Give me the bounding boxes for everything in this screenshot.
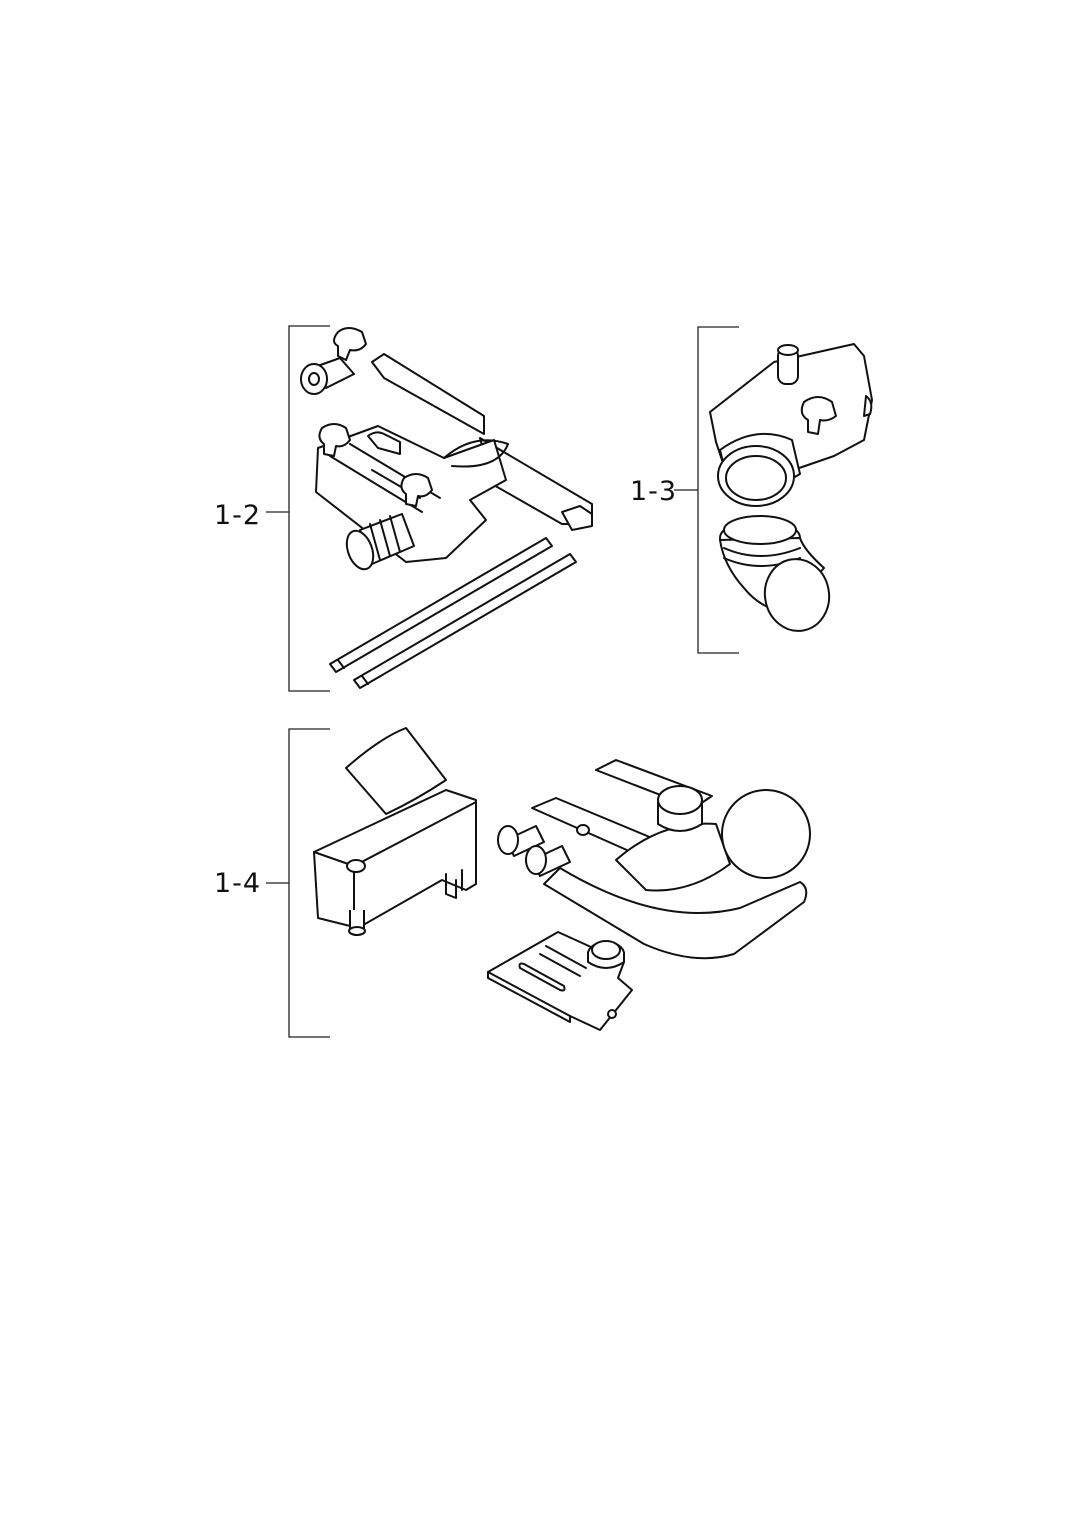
bracket-1-2 [266,325,330,692]
callout-label-1-2: 1-2 [214,500,262,531]
callout-label-1-4: 1-4 [214,868,262,899]
guide-rods-part [329,537,577,689]
thumb-screw-icon [300,327,367,395]
angled-adapter-part [313,727,477,936]
base-plate-part [487,931,633,1031]
bracket-1-4 [266,728,330,1038]
parallel-guide-part [300,327,593,571]
callout-label-1-3: 1-3 [630,476,678,507]
elbow-adapter-part [719,515,831,632]
bracket-1-3 [674,326,739,654]
circle-cutter-part [497,759,811,960]
dust-hood-part [709,343,873,507]
